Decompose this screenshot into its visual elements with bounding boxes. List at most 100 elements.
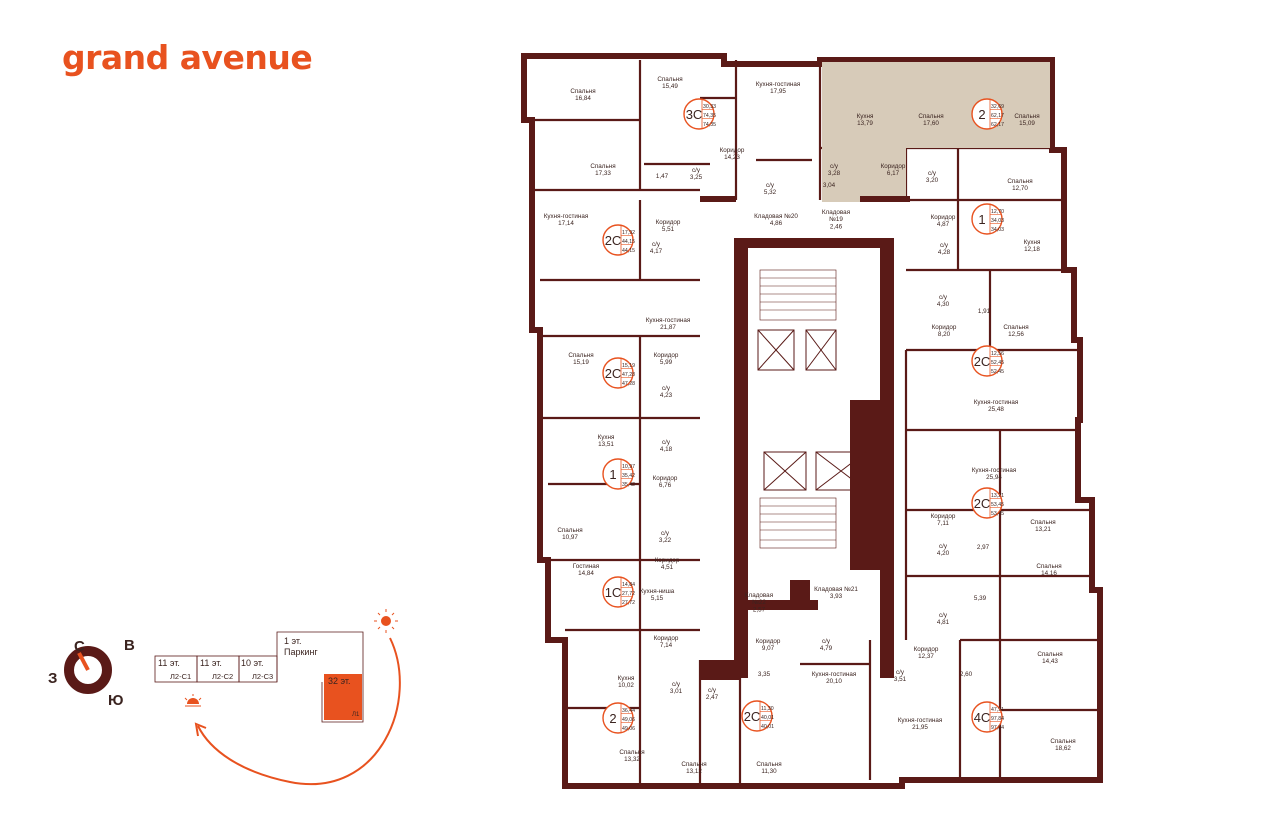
staircases [759, 269, 837, 549]
apartment-area: 74,35 [703, 113, 716, 119]
block-1-name: Л2-С1 [170, 672, 191, 681]
apartment-code: 1 [978, 212, 985, 227]
apartment-area: 17,92 [622, 230, 635, 236]
block-1-floors: 11 эт. [158, 658, 180, 668]
apartment-area: 34,03 [991, 227, 1004, 233]
site-plan [154, 631, 364, 723]
apartment-area: 12,56 [991, 351, 1004, 357]
apartment-area: 47,28 [622, 372, 635, 378]
apartment-area: 97,84 [991, 725, 1004, 731]
apartment-area: 49,06 [622, 717, 635, 723]
apartment-area: 30,33 [703, 104, 716, 110]
apartment-area: 10,97 [622, 464, 635, 470]
compass-west: З [48, 670, 57, 687]
block-3-name: Л2-С3 [252, 672, 273, 681]
apartment-area: 53,45 [991, 511, 1004, 517]
apartment-code: 2С [605, 366, 622, 381]
sun-path [194, 637, 401, 785]
apartment-area: 35,42 [622, 482, 635, 488]
apartment-area: 62,17 [991, 113, 1004, 119]
apartment-area: 74,35 [703, 122, 716, 128]
highlighted-apartment[interactable] [822, 62, 1050, 148]
apartment-area: 14,84 [622, 582, 635, 588]
apartment-code: 3С [686, 107, 703, 122]
apartment-area: 11,30 [761, 706, 774, 712]
apartment-area: 47,28 [622, 381, 635, 387]
elevators [757, 329, 867, 491]
block-3-floors: 10 эт. [241, 658, 264, 668]
apartment-code: 2С [974, 354, 991, 369]
compass-east: В [124, 637, 135, 654]
apartment-area: 62,17 [991, 122, 1004, 128]
apartment-code: 2 [609, 711, 616, 726]
apartment-code: 1С [605, 585, 622, 600]
block-2-floors: 11 эт. [200, 658, 222, 668]
apartment-area: 47,91 [991, 707, 1004, 713]
apartment-area: 12,70 [991, 209, 1004, 215]
room-label: 2,97 [977, 544, 990, 551]
room-label: 2,60 [960, 671, 973, 678]
apartment-area: 15,19 [622, 363, 635, 369]
apartment-area: 52,45 [991, 360, 1004, 366]
apartment-area: 44,15 [622, 248, 635, 254]
sunset-icon [184, 694, 202, 707]
room-label: 5,39 [974, 595, 987, 602]
compass: С В Ю З [48, 637, 135, 709]
apartment-area: 97,84 [991, 716, 1004, 722]
room-label: 1,91 [978, 308, 991, 315]
apartment-area: 53,45 [991, 502, 1004, 508]
apartment-code: 2С [974, 496, 991, 511]
